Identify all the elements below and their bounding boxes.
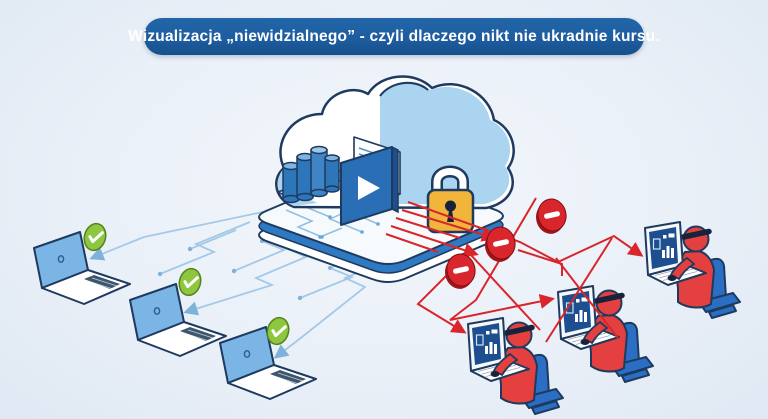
hacker-3 xyxy=(645,222,740,318)
trace-line xyxy=(189,229,237,250)
laptop-1 xyxy=(33,231,131,305)
red-arrow xyxy=(395,217,461,239)
red-arrow xyxy=(545,237,613,343)
red-arrow xyxy=(401,209,497,242)
red-arrow xyxy=(390,225,479,258)
red-arrow xyxy=(385,233,439,253)
title-text: Wizualizacja „niewidzialnego” - czyli dl… xyxy=(128,27,660,45)
video-player-icon xyxy=(339,146,399,226)
title-banner: Wizualizacja „niewidzialnego” - czyli dl… xyxy=(128,18,660,55)
check-badge-2 xyxy=(174,264,206,300)
laptop-2 xyxy=(129,283,227,357)
red-arrow xyxy=(416,275,467,334)
red-arrow xyxy=(555,257,619,339)
cloud-inner-line xyxy=(379,81,429,97)
red-arrow xyxy=(469,253,541,331)
prohibition-sign-3 xyxy=(532,195,571,238)
play-triangle-icon xyxy=(358,176,380,200)
trace-line xyxy=(159,221,251,275)
check-badge-1 xyxy=(79,219,111,255)
red-network-arrows xyxy=(385,197,644,343)
cloud-shading xyxy=(380,81,511,204)
red-arrow xyxy=(517,249,563,276)
hacker-1 xyxy=(468,318,563,414)
trace-line xyxy=(89,204,297,261)
server-cylinders-icon xyxy=(276,145,354,204)
